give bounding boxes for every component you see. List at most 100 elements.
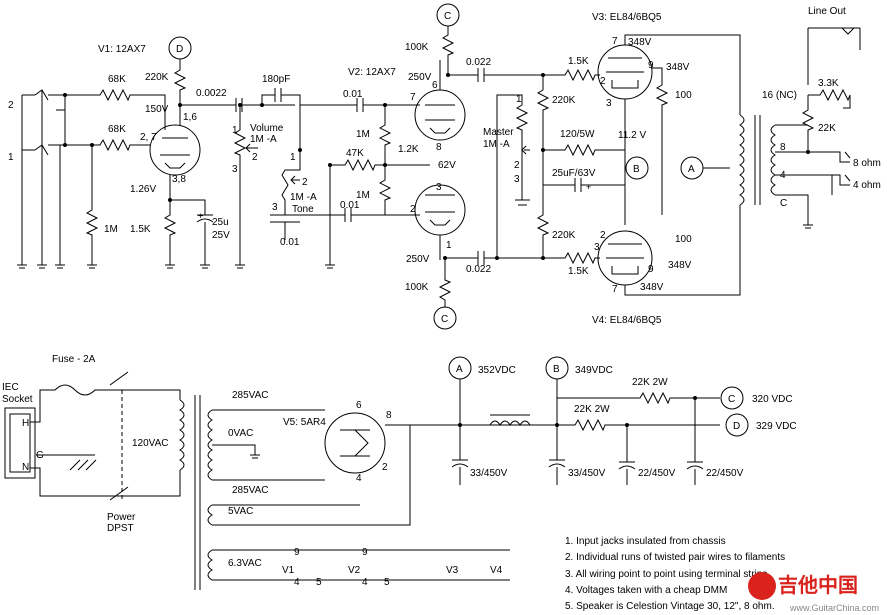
tone-pot: 1 2 3 1M -A Tone 0.01 xyxy=(270,105,317,248)
svg-text:+: + xyxy=(586,182,591,192)
svg-text:220K: 220K xyxy=(552,95,576,106)
svg-text:2: 2 xyxy=(514,160,520,171)
r-68k-b: 68K 2, 7 xyxy=(65,124,157,152)
tube-v5-label: V5: 5AR4 xyxy=(283,417,326,428)
svg-text:1M -A: 1M -A xyxy=(483,139,510,150)
svg-text:100K: 100K xyxy=(405,282,429,293)
r-1m-v1: 1M xyxy=(85,145,118,269)
svg-text:285VAC: 285VAC xyxy=(232,485,269,496)
svg-text:33/450V: 33/450V xyxy=(568,468,606,479)
svg-text:8: 8 xyxy=(386,410,392,421)
svg-text:1.5K: 1.5K xyxy=(568,56,589,67)
svg-text:7: 7 xyxy=(410,92,416,103)
v2-grid-network: 1M 1M 47K 1.2K 62V 0.01 xyxy=(300,105,456,269)
filter-caps: A 352VDC 33/450V B 349VDC 33/450V 22K 2W… xyxy=(448,356,797,485)
svg-text:0.022: 0.022 xyxy=(466,264,491,275)
svg-text:D: D xyxy=(176,44,183,55)
c-001-v2: 0.01 V2: 12AX7 xyxy=(300,67,420,112)
svg-text:250V: 250V xyxy=(408,72,432,83)
tube-v1: V1: 12AX7 1,6 3,8 xyxy=(98,44,201,185)
svg-text:3: 3 xyxy=(606,98,612,109)
svg-text:4: 4 xyxy=(356,473,362,484)
node-c-bottom: C 100K 250V 0.022 xyxy=(405,251,560,330)
svg-text:8: 8 xyxy=(780,142,786,153)
svg-text:1: 1 xyxy=(516,94,522,105)
svg-text:0.0022: 0.0022 xyxy=(196,88,227,99)
svg-text:5: 5 xyxy=(384,577,390,588)
svg-text:25V: 25V xyxy=(212,230,230,241)
svg-text:0VAC: 0VAC xyxy=(228,428,253,439)
svg-text:9: 9 xyxy=(648,264,654,275)
svg-text:16 (NC): 16 (NC) xyxy=(762,90,797,101)
svg-text:1.2K: 1.2K xyxy=(398,144,419,155)
svg-text:250V: 250V xyxy=(406,254,430,265)
svg-text:11.2 V: 11.2 V xyxy=(618,130,646,141)
svg-text:4. Voltages taken with a cheap: 4. Voltages taken with a cheap DMM xyxy=(565,585,727,596)
svg-text:V2: V2 xyxy=(348,565,361,576)
svg-text:H: H xyxy=(22,418,29,429)
svg-text:吉他中国: 吉他中国 xyxy=(778,573,858,597)
svg-text:1M: 1M xyxy=(104,224,118,235)
svg-text:2: 2 xyxy=(410,204,416,215)
svg-text:348V: 348V xyxy=(668,260,692,271)
svg-text:3.3K: 3.3K xyxy=(818,78,839,89)
svg-text:8 ohm: 8 ohm xyxy=(853,158,881,169)
rectifier-v5: V5: 5AR4 6 8 2 4 xyxy=(283,400,555,484)
svg-text:0.022: 0.022 xyxy=(466,57,491,68)
svg-text:22K 2W: 22K 2W xyxy=(632,377,668,388)
svg-text:100K: 100K xyxy=(405,42,429,53)
svg-text:5. Speaker is Celestion Vintag: 5. Speaker is Celestion Vintage 30, 12",… xyxy=(565,601,775,612)
svg-text:3. All wiring point to point u: 3. All wiring point to point using termi… xyxy=(565,569,767,580)
svg-text:9: 9 xyxy=(648,60,654,71)
master-pot: Master 1M -A 1 2 3 xyxy=(483,94,530,260)
svg-text:22K: 22K xyxy=(818,123,836,134)
svg-text:B: B xyxy=(553,364,560,375)
svg-text:6: 6 xyxy=(356,400,362,411)
svg-text:1M -A: 1M -A xyxy=(250,134,277,145)
svg-text:3: 3 xyxy=(272,202,278,213)
r-68k-a: 68K xyxy=(65,74,166,130)
c-0022: 0.0022 180pF xyxy=(180,74,301,112)
svg-text:2: 2 xyxy=(600,230,606,241)
svg-text:C: C xyxy=(441,314,448,325)
svg-text:Line Out: Line Out xyxy=(808,6,846,17)
svg-text:6.3VAC: 6.3VAC xyxy=(228,558,262,569)
svg-text:68K: 68K xyxy=(108,74,126,85)
svg-text:1. Input jacks insulated from: 1. Input jacks insulated from chassis xyxy=(565,536,726,547)
line-out: Line Out 3.3K 22K xyxy=(801,6,861,229)
node-b: B xyxy=(625,156,649,180)
svg-text:2. Individual runs of twisted: 2. Individual runs of twisted pair wires… xyxy=(565,552,785,563)
tube-v1-label: V1: 12AX7 xyxy=(98,44,146,55)
svg-text:1M -A: 1M -A xyxy=(290,192,317,203)
svg-text:1: 1 xyxy=(446,240,452,251)
watermark: 吉他中国 www.GuitarChina.com xyxy=(748,572,879,613)
filaments: V1 V2 V3 V4 9 4 5 9 4 5 xyxy=(212,547,510,588)
svg-text:0.01: 0.01 xyxy=(280,237,300,248)
svg-text:Volume: Volume xyxy=(250,123,284,134)
svg-text:22/450V: 22/450V xyxy=(706,468,744,479)
svg-text:Master: Master xyxy=(483,127,514,138)
svg-text:4: 4 xyxy=(294,577,300,588)
svg-text:5VAC: 5VAC xyxy=(228,506,253,517)
speaker-jacks: 8 ohm 4 ohm xyxy=(830,151,881,195)
volume-pot: Volume 1M -A 1 2 3 xyxy=(232,103,284,269)
tube-v4-label: V4: EL84/6BQ5 xyxy=(592,315,662,326)
tube-v3: V3: EL84/6BQ5 348V 7 9 2 3 348V 100 11.2… xyxy=(592,12,741,225)
svg-text:150V: 150V xyxy=(145,104,169,115)
svg-text:A: A xyxy=(456,364,463,375)
svg-text:33/450V: 33/450V xyxy=(470,468,508,479)
svg-text:3,8: 3,8 xyxy=(172,174,186,185)
svg-text:N: N xyxy=(22,462,29,473)
svg-text:120/5W: 120/5W xyxy=(560,129,595,140)
svg-text:329 VDC: 329 VDC xyxy=(756,421,797,432)
svg-text:4: 4 xyxy=(362,577,368,588)
svg-text:C: C xyxy=(444,11,451,22)
svg-text:2: 2 xyxy=(252,152,258,163)
tube-v2: 7 6 8 3 2 1 xyxy=(410,60,466,260)
jack-2-label: 2 xyxy=(8,100,14,111)
svg-text:9: 9 xyxy=(294,547,300,558)
svg-text:1,6: 1,6 xyxy=(183,112,197,123)
svg-text:1.5K: 1.5K xyxy=(568,266,589,277)
svg-text:1M: 1M xyxy=(356,129,370,140)
svg-text:285VAC: 285VAC xyxy=(232,390,269,401)
